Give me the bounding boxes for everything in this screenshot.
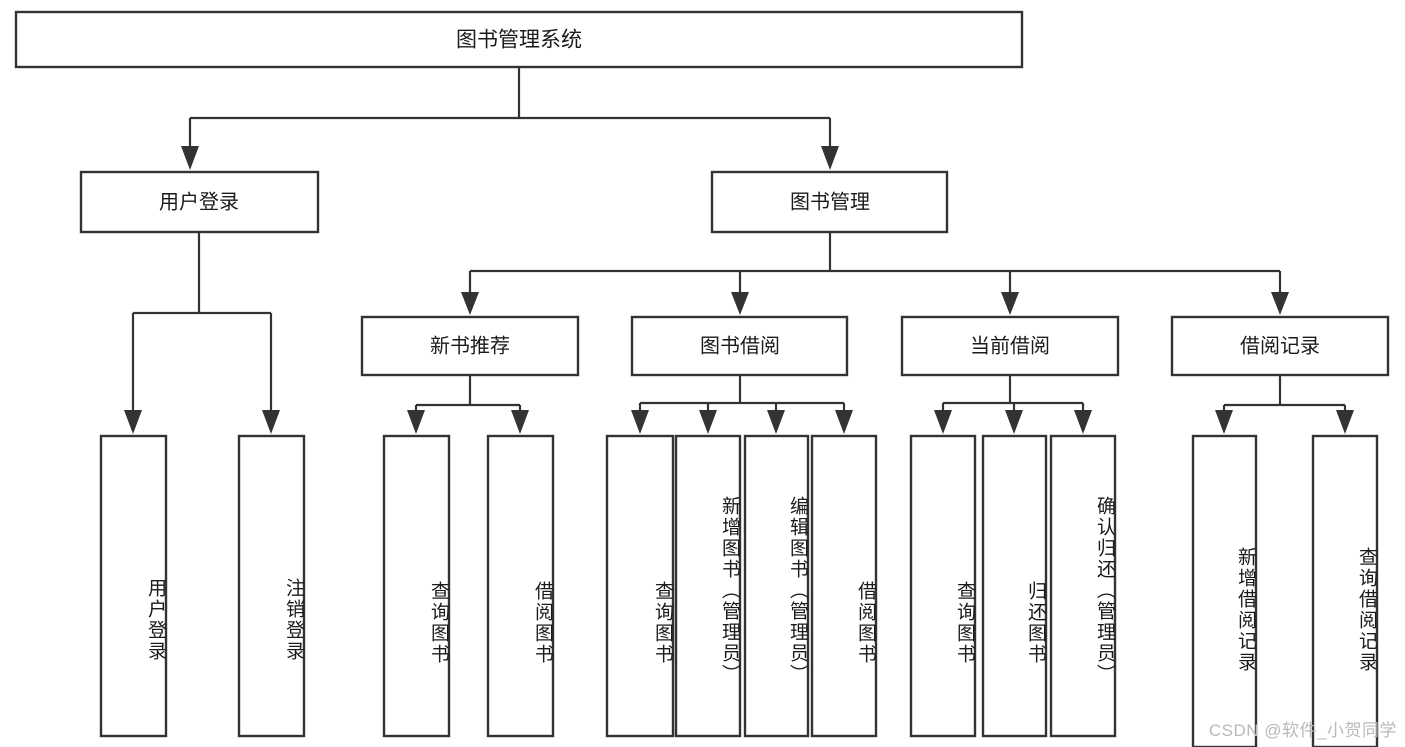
arrow-to-borrow-icon bbox=[731, 292, 749, 315]
node-current-borrow-label: 当前借阅 bbox=[970, 334, 1050, 357]
arrow-borrow-leaf2-icon bbox=[699, 410, 717, 434]
connector-records-to-leaves bbox=[1215, 375, 1354, 434]
node-borrow-records-box bbox=[1170, 315, 1390, 377]
leaf-box-borrow-book-newbook[interactable] bbox=[486, 434, 555, 738]
leaf-box-confirm-return-admin[interactable] bbox=[1049, 434, 1117, 738]
leaf-boxes bbox=[99, 434, 1379, 747]
node-current-borrow[interactable]: 当前借阅 bbox=[900, 315, 1120, 377]
arrow-to-newbook-icon bbox=[461, 292, 479, 315]
arrow-current-leaf3-icon bbox=[1074, 410, 1092, 434]
arrow-to-current-icon bbox=[1001, 292, 1019, 315]
leaf-box-query-book-newbook[interactable] bbox=[382, 434, 451, 738]
arrow-current-leaf2-icon bbox=[1005, 410, 1023, 434]
arrow-records-leaf2-icon bbox=[1336, 410, 1354, 434]
node-book-management-box bbox=[710, 170, 949, 234]
arrow-userlogin-leaf2-icon bbox=[262, 410, 280, 434]
watermark-text: CSDN @软件_小贺同学 bbox=[1208, 721, 1397, 740]
arrow-to-book-mgmt-icon bbox=[821, 146, 839, 170]
node-book-management[interactable]: 图书管理 bbox=[710, 170, 949, 234]
node-borrow-records[interactable]: 借阅记录 bbox=[1170, 315, 1390, 377]
connector-borrow-to-leaves bbox=[631, 375, 853, 434]
leaf-box-return-book[interactable] bbox=[981, 434, 1048, 738]
arrow-newbook-leaf2-icon bbox=[511, 410, 529, 434]
node-book-borrow[interactable]: 图书借阅 bbox=[630, 315, 849, 377]
arrow-to-user-login-icon bbox=[181, 146, 199, 170]
arrow-newbook-leaf1-icon bbox=[407, 410, 425, 434]
leaf-box-query-book-current[interactable] bbox=[909, 434, 977, 738]
node-new-book-recommend[interactable]: 新书推荐 bbox=[360, 315, 580, 377]
connector-userlogin-to-leaves bbox=[124, 232, 280, 434]
node-root-label: 图书管理系统 bbox=[456, 29, 582, 52]
connector-newbook-to-leaves bbox=[407, 375, 529, 434]
arrow-to-records-icon bbox=[1271, 292, 1289, 315]
leaf-box-borrow-book[interactable] bbox=[810, 434, 878, 738]
node-root-box bbox=[14, 10, 1024, 69]
node-book-borrow-label: 图书借阅 bbox=[700, 334, 780, 357]
node-user-login-label: 用户登录 bbox=[159, 190, 239, 213]
node-root[interactable]: 图书管理系统 bbox=[14, 10, 1024, 69]
leaf-box-logout-login[interactable] bbox=[237, 434, 306, 738]
leaf-box-edit-book-admin[interactable] bbox=[743, 434, 810, 738]
connector-root-to-level1 bbox=[181, 67, 839, 170]
connector-current-to-leaves bbox=[934, 375, 1092, 434]
arrow-borrow-leaf3-icon bbox=[767, 410, 785, 434]
arrow-userlogin-leaf1-icon bbox=[124, 410, 142, 434]
leaf-box-user-login[interactable] bbox=[99, 434, 168, 738]
leaf-box-add-book-admin[interactable] bbox=[674, 434, 742, 738]
arrow-records-leaf1-icon bbox=[1215, 410, 1233, 434]
leaf-box-add-borrow-record[interactable] bbox=[1191, 434, 1258, 747]
leaf-box-query-book-borrow[interactable] bbox=[605, 434, 675, 738]
node-user-login-box bbox=[79, 170, 320, 234]
arrow-current-leaf1-icon bbox=[934, 410, 952, 434]
node-new-book-recommend-box bbox=[360, 315, 580, 377]
node-book-borrow-box bbox=[630, 315, 849, 377]
arrow-borrow-leaf4-icon bbox=[835, 410, 853, 434]
node-user-login[interactable]: 用户登录 bbox=[79, 170, 320, 234]
node-book-management-label: 图书管理 bbox=[790, 190, 870, 213]
connector-bookmgmt-to-level2 bbox=[461, 232, 1289, 315]
node-new-book-recommend-label: 新书推荐 bbox=[430, 334, 510, 357]
node-borrow-records-label: 借阅记录 bbox=[1240, 334, 1320, 357]
leaf-box-query-borrow-record[interactable] bbox=[1311, 434, 1379, 747]
node-current-borrow-box bbox=[900, 315, 1120, 377]
arrow-borrow-leaf1-icon bbox=[631, 410, 649, 434]
